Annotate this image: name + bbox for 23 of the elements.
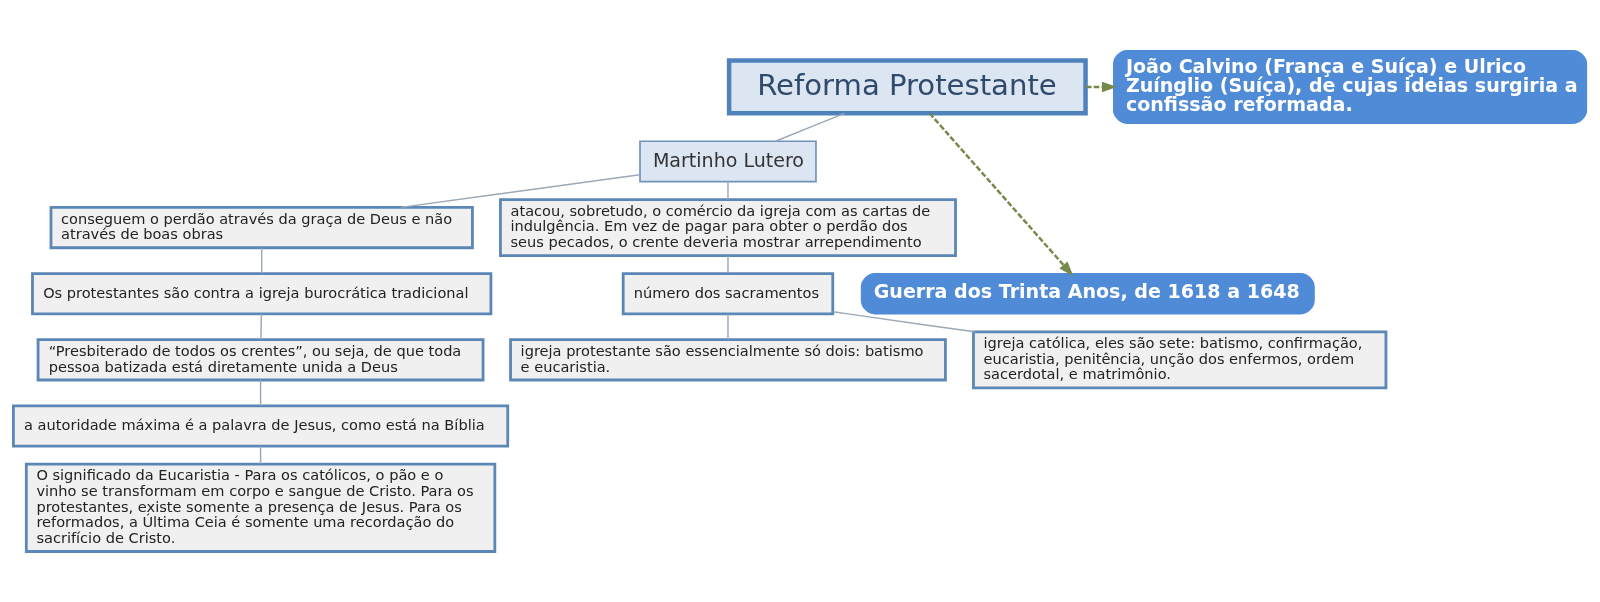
arrow	[1085, 81, 1117, 93]
node-box: “Presbiterado de todos os crentes”, ou seja, de que toda pessoa batizada está diretamente unida a Deus	[36, 338, 485, 382]
node-box: a autoridade máxima é a palavra de Jesus, como está na Bíblia	[12, 404, 510, 448]
node-box: Guerra dos Trinta Anos, de 1618 a 1648	[860, 273, 1315, 315]
connector	[727, 255, 729, 274]
connector	[727, 181, 729, 201]
node-box: Martinho Lutero	[639, 140, 817, 183]
connector	[260, 247, 263, 275]
node-box: João Calvino (França e Suíça) e Ulrico Zuínglio (Suíça), de cujas ideias surgiria a confissão reformada.	[1113, 49, 1588, 124]
node-box: Os protestantes são contra a igreja burocrática tradicional	[31, 272, 493, 316]
connector	[832, 310, 976, 333]
node-box: número dos sacramentos	[621, 272, 835, 316]
connector	[259, 379, 262, 407]
node-box: igreja católica, eles são sete: batismo, confirmação, eucaristia, penitência, unção dos enfermos, ordem sacerdotal, e matrimônio.	[972, 330, 1388, 390]
node-box: atacou, sobretudo, o comércio da igreja com as cartas de indulgência. Em vez de pagar para obter o perdão dos seus pecados, o crente deveria mostrar arrependimento	[499, 198, 957, 257]
connector	[727, 313, 729, 341]
connector	[260, 313, 263, 341]
node-box: O significado da Eucaristia - Para os católicos, o pão e o vinho se transformam em corpo e sangue de Cristo. Para os protestantes, existe somente a presença de Jesus. Para os reformados, a Última Ceia é somente uma recordação do sacrifício de Cristo.	[24, 462, 497, 553]
node-box: igreja protestante são essencialmente só dois: batismo e eucaristia.	[509, 338, 947, 382]
connector	[400, 173, 641, 209]
node-box: Reforma Protestante	[726, 58, 1088, 116]
arrow	[928, 112, 1074, 277]
node-box: conseguem o perdão através da graça de Deus e não através de boas obras	[49, 206, 474, 250]
